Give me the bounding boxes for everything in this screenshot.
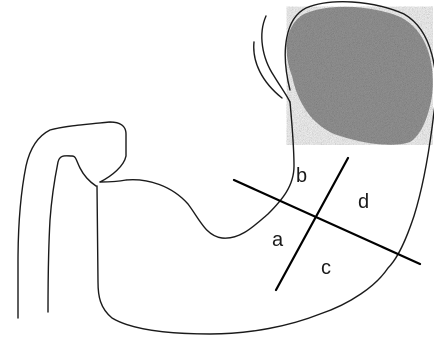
duodenal-bulb [18, 122, 126, 318]
region-label-a: a [272, 229, 284, 251]
region-label-d: d [358, 191, 369, 213]
stomach-lesser-curvature [100, 102, 294, 238]
region-label-c: c [321, 257, 331, 279]
fundus-shaded-region [287, 7, 433, 145]
dividing-line-1 [234, 180, 420, 264]
esophagus-outer-wall [254, 42, 282, 98]
region-label-b: b [296, 165, 307, 187]
dividing-line-2 [276, 158, 348, 290]
duodenum-inner-wall [48, 156, 96, 312]
